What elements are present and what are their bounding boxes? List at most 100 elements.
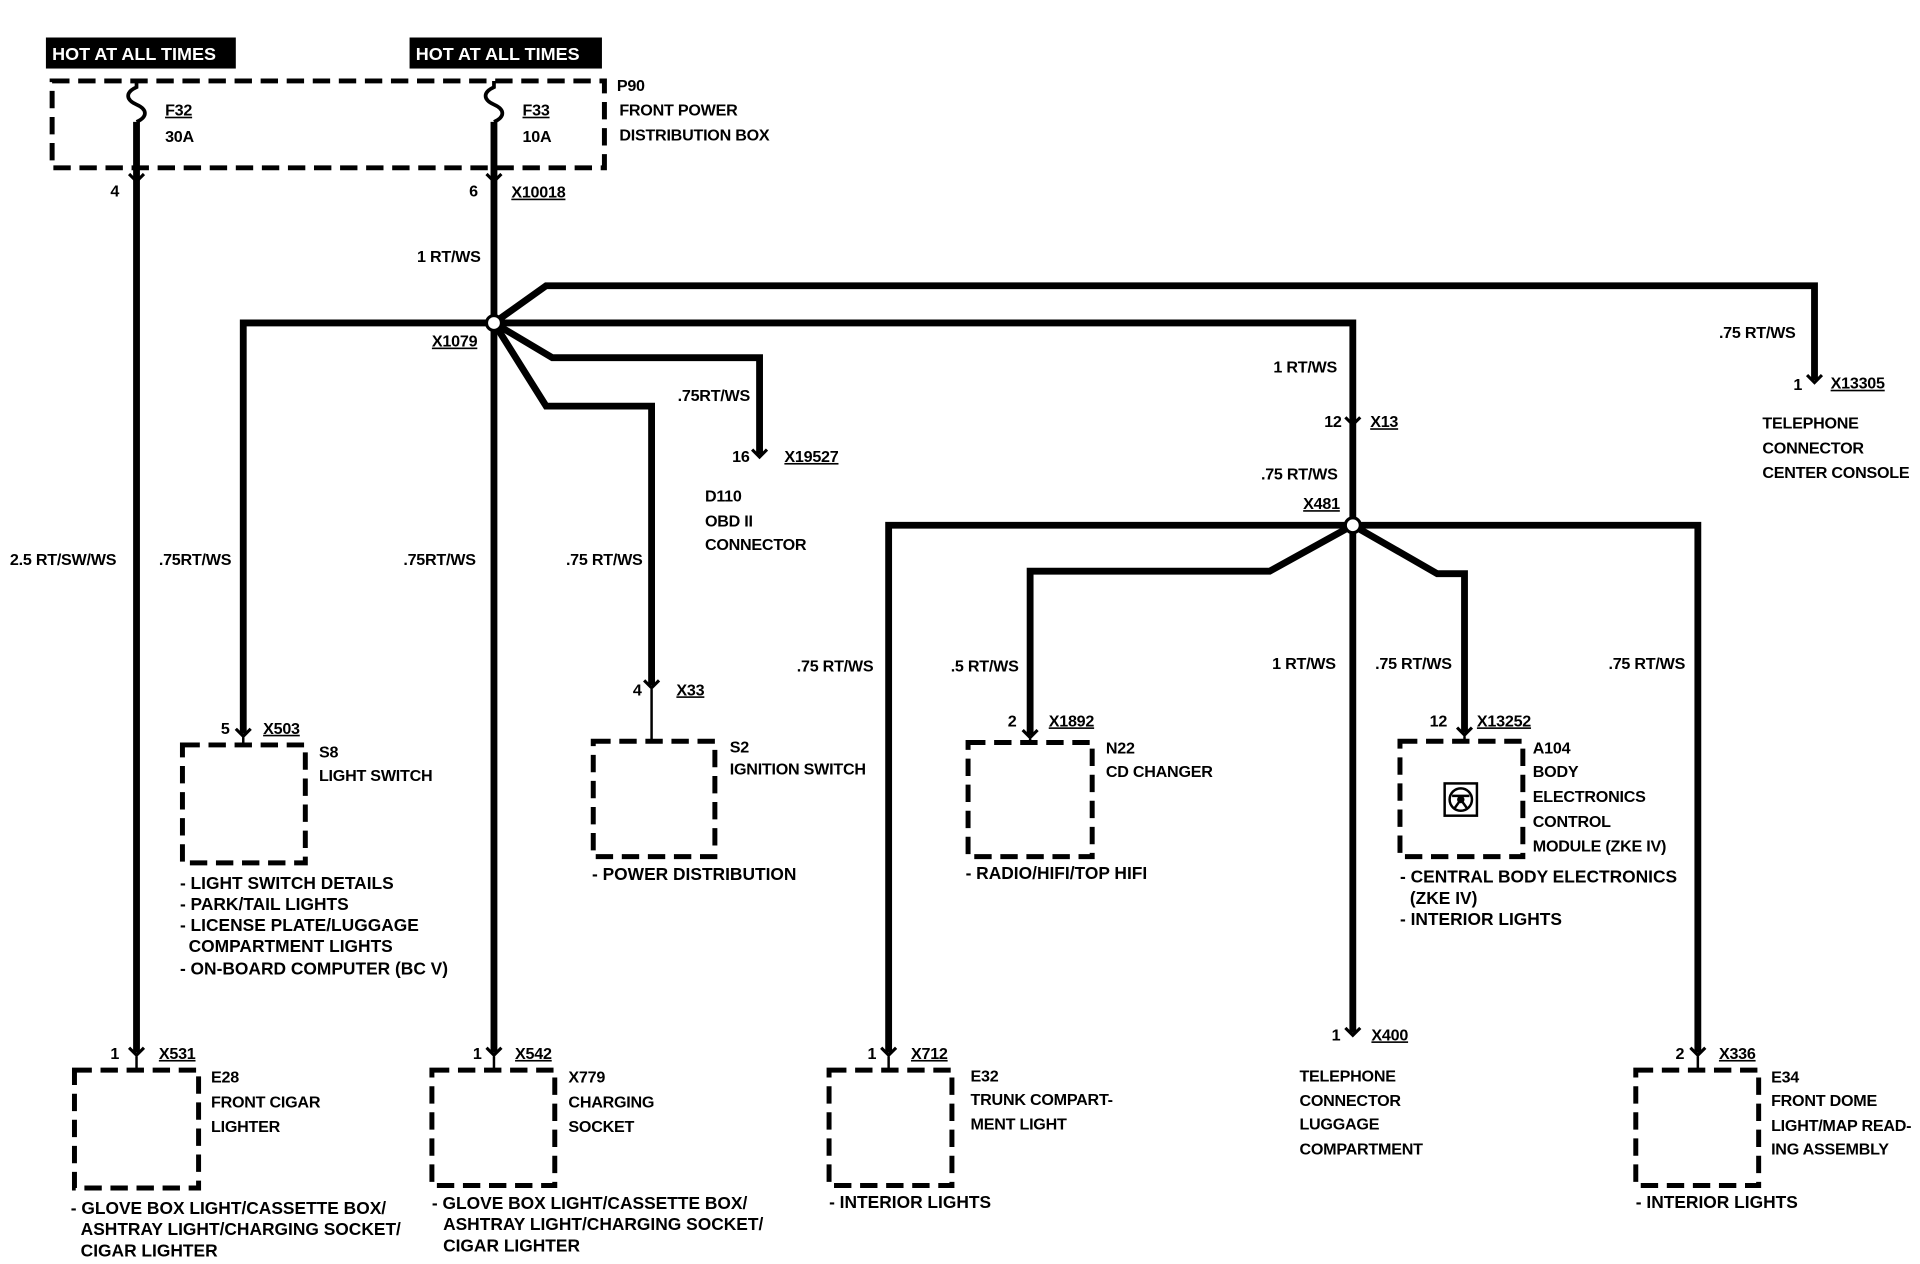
fuse-rating: 10A	[523, 128, 552, 146]
component-name: TELEPHONE	[1299, 1067, 1396, 1085]
hot-at-all-times-tag-f32	[45, 37, 236, 69]
component-ref: S2	[730, 738, 750, 756]
connector-pin-icon	[485, 1046, 503, 1058]
pin-number: 1	[1332, 1026, 1341, 1044]
component-note: - POWER DISTRIBUTION	[592, 864, 796, 884]
connector-id: X13252	[1477, 712, 1531, 730]
wire-x481-to-e34	[1352, 521, 1702, 1053]
component-note: - CENTRAL BODY ELECTRONICS	[1400, 867, 1677, 887]
component-cigar-lighter: 1 X531 E28 FRONT CIGAR LIGHTER - GLOVE B…	[71, 1045, 401, 1260]
component-light-switch: 5 X503 S8 LIGHT SWITCH - LIGHT SWITCH DE…	[180, 720, 448, 979]
fuse-box: F32 30A F33 10A P90 FRONT POWER DISTRIBU…	[49, 77, 770, 202]
connector-id: X33	[676, 681, 704, 699]
wire-label: .75 RT/WS	[1719, 324, 1796, 342]
wire-x1079-to-x481	[493, 319, 1357, 526]
pin-number: 1	[473, 1045, 482, 1063]
component-note: CIGAR LIGHTER	[443, 1235, 580, 1255]
connector-id: X400	[1371, 1026, 1408, 1044]
component-telephone-console: 1 X13305 TELEPHONE CONNECTOR CENTER CONS…	[1762, 375, 1910, 482]
pin-number: 4	[110, 182, 119, 200]
component-ref: E34	[1771, 1069, 1799, 1087]
wire-label: .75RT/WS	[678, 387, 751, 405]
wire-label: .75 RT/WS	[1261, 465, 1338, 483]
wire-label: .75 RT/WS	[797, 658, 874, 676]
connector-id: X542	[515, 1045, 552, 1063]
component-ref: E28	[211, 1069, 239, 1087]
pin-number: 16	[732, 448, 750, 466]
component-body-module: 12 X13252 A104 BODY ELECTRONICS CONTROL …	[1397, 712, 1677, 929]
hot-at-all-times-tag-f33	[409, 37, 602, 69]
component-name: LIGHT/MAP READ-	[1771, 1117, 1911, 1135]
fuse-box-name: DISTRIBUTION BOX	[619, 127, 770, 145]
connector-pin-icon	[643, 679, 661, 691]
pin-number: 2	[1008, 712, 1017, 730]
connector-id: X1892	[1049, 712, 1095, 730]
connector-pin-icon	[127, 1046, 146, 1058]
connector-id: X10018	[511, 184, 565, 202]
component-note: (ZKE IV)	[1410, 888, 1478, 908]
connector-pin-icon	[1455, 726, 1474, 738]
pin-number: 1	[110, 1045, 119, 1063]
component-box	[826, 1067, 955, 1189]
connector-pin-icon	[1344, 1026, 1362, 1038]
component-note: - LIGHT SWITCH DETAILS	[180, 873, 394, 893]
fuse-f33-icon	[483, 80, 505, 124]
component-name: CENTER CONSOLE	[1762, 464, 1910, 482]
component-box	[1397, 738, 1526, 860]
component-ref: X779	[568, 1069, 605, 1087]
connector-id: X13305	[1831, 375, 1885, 393]
component-note: - INTERIOR LIGHTS	[1636, 1192, 1798, 1212]
wire-x1079-to-x13305	[491, 282, 1818, 381]
component-obd-connector: 16 X19527 D110 OBD II CONNECTOR	[705, 448, 839, 554]
component-note: ASHTRAY LIGHT/CHARGING SOCKET/	[443, 1214, 763, 1234]
component-name: CONTROL	[1533, 813, 1611, 831]
wire-label: .75 RT/WS	[566, 551, 643, 569]
component-box	[429, 1067, 558, 1189]
component-name: TELEPHONE	[1762, 414, 1859, 432]
component-name: OBD II	[705, 513, 753, 531]
power-tags: HOT AT ALL TIMES HOT AT ALL TIMES	[45, 37, 602, 69]
component-note: - PARK/TAIL LIGHTS	[180, 894, 349, 914]
fuse-ref: F32	[165, 102, 192, 120]
splice-id: X481	[1303, 495, 1340, 513]
component-trunk-light: 1 X712 E32 TRUNK COMPART- MENT LIGHT - I…	[826, 1045, 1113, 1212]
component-name: BODY	[1533, 763, 1579, 781]
connector-pin-icon	[880, 1046, 898, 1058]
component-note: - INTERIOR LIGHTS	[1400, 909, 1562, 929]
connector-id: X531	[159, 1045, 196, 1063]
wires	[133, 121, 1818, 1053]
wire-label: .75 RT/WS	[1375, 655, 1452, 673]
wire-x481-to-n22	[1026, 522, 1355, 736]
connector-pin-icon	[1021, 728, 1039, 740]
component-note: - INTERIOR LIGHTS	[829, 1192, 991, 1212]
component-name: MENT LIGHT	[971, 1116, 1067, 1134]
component-name: FRONT DOME	[1771, 1092, 1877, 1110]
fuse-f32-icon	[126, 80, 147, 124]
connector-id: X19527	[784, 448, 838, 466]
component-name: IGNITION SWITCH	[730, 761, 866, 779]
control-module-icon-spokes	[1452, 794, 1470, 809]
connector-pin-icon	[127, 172, 146, 184]
fuse-box-name: FRONT POWER	[619, 102, 738, 120]
component-name: ING ASSEMBLY	[1771, 1141, 1889, 1159]
component-name: FRONT CIGAR	[211, 1093, 321, 1111]
component-ref: D110	[705, 488, 742, 506]
wire-labels: 2.5 RT/SW/WS 1 RT/WS .75RT/WS .75RT/WS .…	[10, 248, 1796, 676]
control-module-icon-ring	[1448, 787, 1474, 812]
component-name: CONNECTOR	[1762, 439, 1864, 457]
connector-id: X503	[263, 720, 300, 738]
fuse-rating: 30A	[165, 128, 194, 146]
component-box	[965, 739, 1095, 860]
connector-pin-icon	[485, 172, 503, 184]
splice-id: X1079	[432, 333, 478, 351]
pin-number: 6	[469, 182, 478, 200]
component-ref: E32	[971, 1067, 999, 1085]
wire-label: .75RT/WS	[403, 551, 476, 569]
pin-number: 1	[867, 1045, 876, 1063]
connector-id: X712	[911, 1045, 948, 1063]
component-name: TRUNK COMPART-	[971, 1091, 1113, 1109]
connector-pin-icon	[1805, 373, 1824, 385]
connector-pins	[127, 172, 1824, 1071]
component-note: - RADIO/HIFI/TOP HIFI	[966, 863, 1148, 883]
fuse-ref: F33	[523, 102, 550, 120]
